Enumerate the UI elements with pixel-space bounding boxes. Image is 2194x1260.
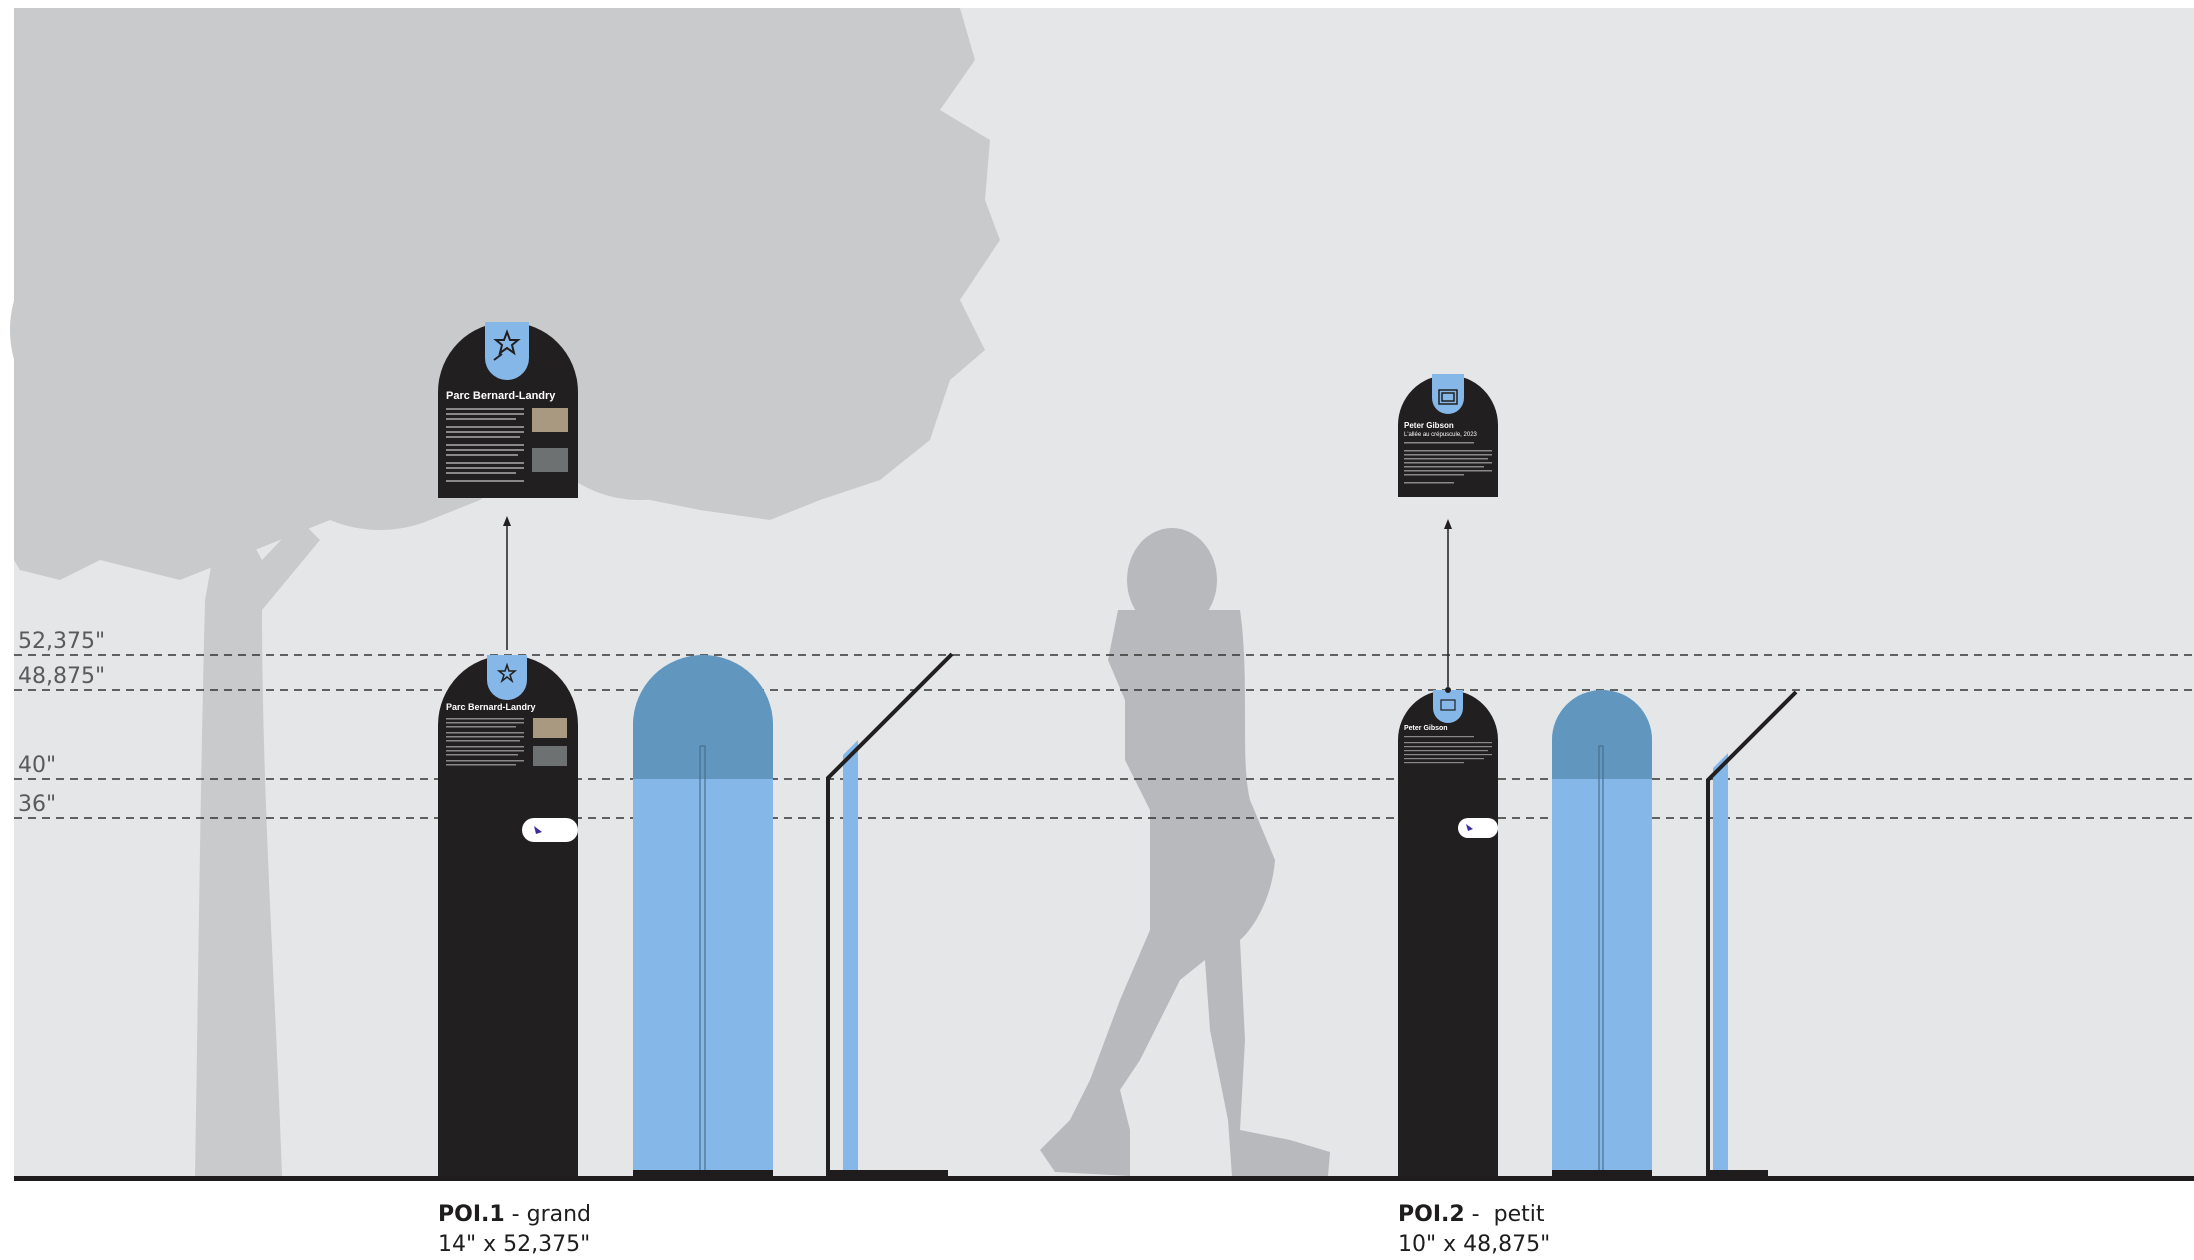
poi2-detail-tab [1432, 374, 1464, 414]
poi1-detail-photo-2 [532, 448, 568, 472]
poi1-callout-arrow [503, 516, 511, 526]
poi1-front-body-text [446, 718, 524, 766]
poi1-size: grand [526, 1202, 592, 1227]
poi2-front-tab [1433, 690, 1463, 723]
poi1-front-title: Parc Bernard-Landry [446, 702, 536, 712]
sponsor-logo-mark [534, 826, 542, 834]
image-frame-icon [1438, 389, 1458, 405]
height-label-48875: 48,875" [18, 664, 106, 689]
poi2-sign-back [1552, 690, 1652, 1177]
poi2-front-body-text [1404, 736, 1492, 764]
poi1-detail-title: Parc Bernard-Landry [446, 390, 556, 402]
poi1-id: POI.1 [438, 1202, 505, 1227]
poi2-separator: - [1464, 1202, 1494, 1227]
poi2-detail-panel: Peter Gibson L'allée au crépuscule, 2023 [1398, 374, 1498, 497]
poi1-detail-photo-1 [532, 408, 568, 432]
poi1-front-photo-2 [533, 746, 567, 766]
poi2-id: POI.2 [1398, 1202, 1465, 1227]
poi2-front-title: Peter Gibson [1404, 725, 1448, 732]
poi1-dimensions: 14" x 52,375" [438, 1232, 591, 1257]
poi2-caption: POI.2 - petit 10" x 48,875" [1398, 1200, 1550, 1260]
poi1-detail-panel: Parc Bernard-Landry [438, 322, 578, 498]
poi1-caption: POI.1 - grand 14" x 52,375" [438, 1200, 591, 1260]
poi2-size: petit [1493, 1202, 1545, 1227]
poi1-front-photo-1 [533, 718, 567, 738]
poi2-dimensions: 10" x 48,875" [1398, 1232, 1551, 1257]
poi2-detail-title: Peter Gibson [1404, 421, 1454, 430]
sponsor-logo-badge [522, 818, 578, 842]
ground-line [14, 1176, 2194, 1181]
sponsor-logo-mark [1466, 824, 1473, 831]
tree-silhouette [10, 8, 1000, 1176]
poi1-sign-profile [826, 652, 954, 1176]
star-hand-icon [493, 329, 521, 361]
poi2-detail-body-text [1404, 442, 1492, 484]
height-label-52375: 52,375" [18, 629, 106, 654]
poi1-separator: - [504, 1202, 527, 1227]
poi1-detail-body-text [446, 408, 524, 482]
sponsor-logo-badge [1458, 818, 1498, 838]
person-silhouette [1040, 528, 1330, 1176]
poi2-callout-arrow [1444, 519, 1452, 529]
height-label-36: 36" [18, 792, 57, 817]
star-hand-icon [496, 662, 518, 684]
height-label-40: 40" [18, 753, 57, 778]
poi1-sign-front: Parc Bernard-Landry [438, 655, 578, 1176]
poi1-sign-back [633, 655, 773, 1177]
image-frame-icon [1440, 699, 1456, 711]
poi1-detail-tab [485, 322, 529, 380]
poi2-detail-subtitle: L'allée au crépuscule, 2023 [1404, 432, 1478, 438]
poi2-sign-front: Peter Gibson [1398, 687, 1498, 1176]
poi2-sign-profile [1706, 690, 1798, 1176]
